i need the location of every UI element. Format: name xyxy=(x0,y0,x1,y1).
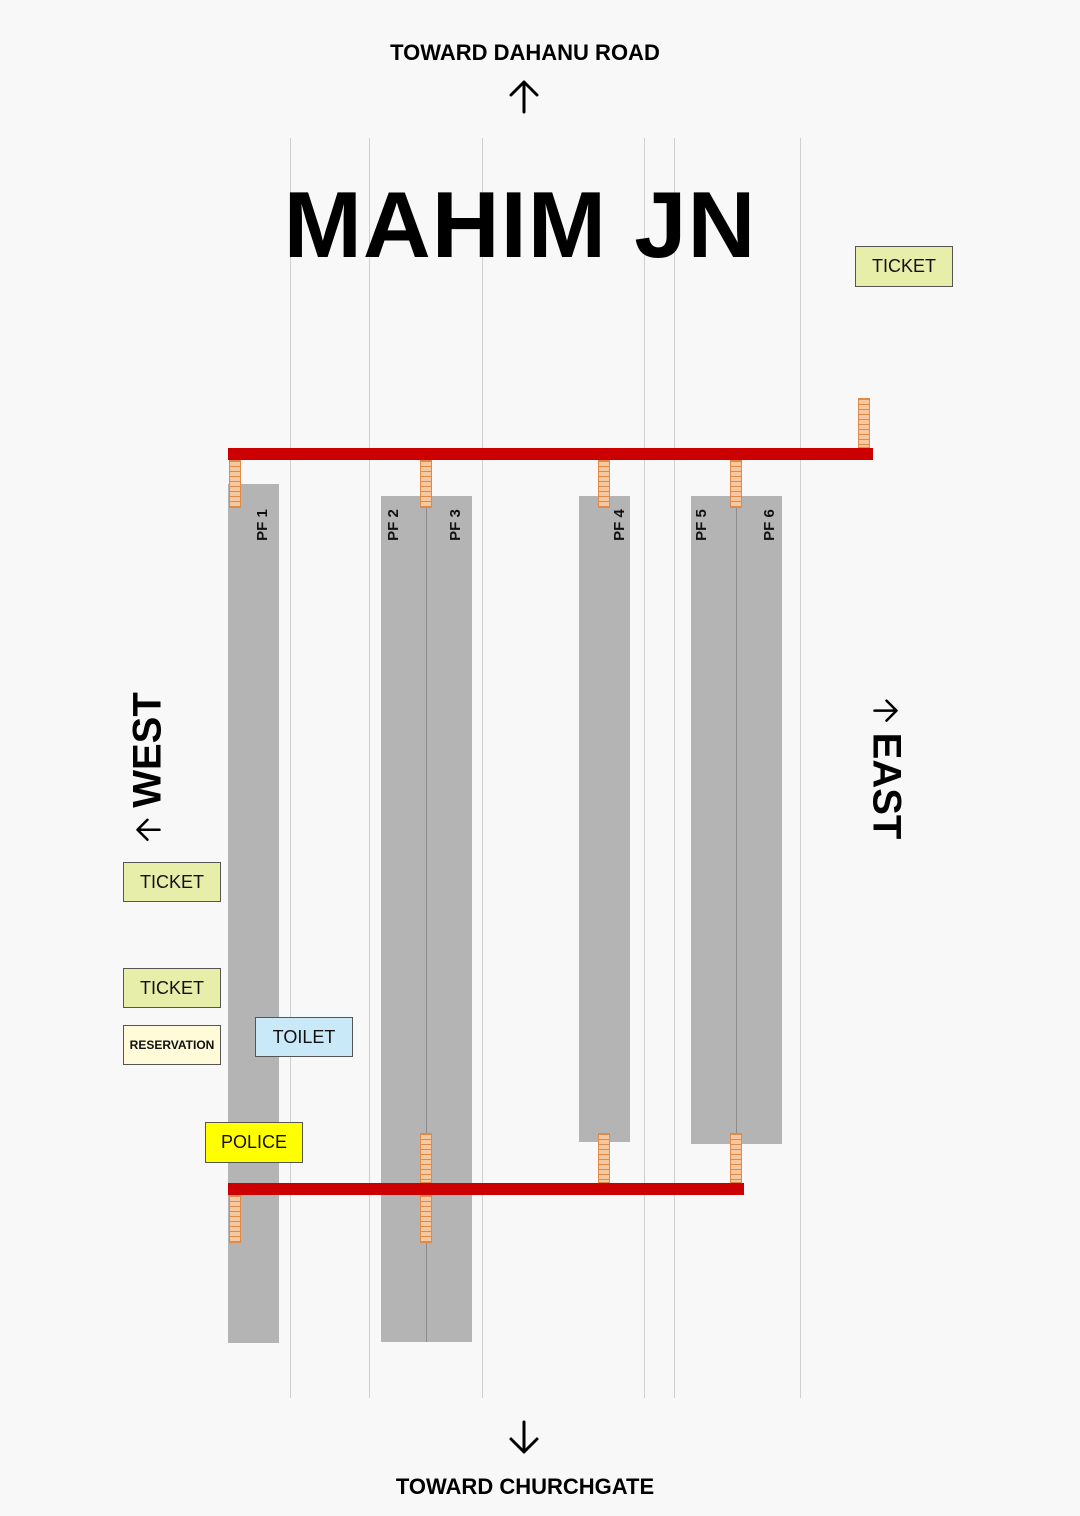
west-label: WEST xyxy=(125,692,170,808)
direction-south-label: TOWARD CHURCHGATE xyxy=(395,1474,655,1499)
ticket-counter-west-2: TICKET xyxy=(123,968,221,1008)
north-foot-over-bridge xyxy=(228,448,873,460)
platform-label-pf5: PF 5 xyxy=(693,509,710,541)
arrow-up-icon xyxy=(509,80,539,114)
ticket-counter-east: TICKET xyxy=(855,246,953,287)
track-line xyxy=(644,138,645,1398)
track-line xyxy=(482,138,483,1398)
track-line xyxy=(290,138,291,1398)
arrow-down-icon xyxy=(509,1420,539,1454)
staircase-east-entry xyxy=(858,398,870,448)
arrow-left-icon xyxy=(135,818,161,842)
platform-label-pf2: PF 2 xyxy=(385,509,402,541)
platform-divider xyxy=(426,496,427,1342)
ticket-counter-west-1: TICKET xyxy=(123,862,221,902)
staircase-pf4-south xyxy=(598,1133,610,1183)
platform-label-pf3: PF 3 xyxy=(447,509,464,541)
west-side-label: WEST xyxy=(126,692,171,844)
east-side-label: EAST xyxy=(864,697,909,840)
staircase-pf1-south xyxy=(229,1195,241,1243)
direction-north-label: TOWARD DAHANU ROAD xyxy=(390,40,660,65)
arrow-right-icon xyxy=(873,699,899,722)
staircase-pf2-3-south-lower xyxy=(420,1195,432,1243)
platform-divider xyxy=(736,496,737,1144)
police-post: POLICE xyxy=(205,1122,303,1163)
track-line xyxy=(369,138,370,1398)
staircase-pf2-3-south-upper xyxy=(420,1133,432,1183)
staircase-pf2-3-north xyxy=(420,460,432,508)
south-foot-over-bridge xyxy=(228,1183,744,1195)
staircase-pf5-6-south xyxy=(730,1133,742,1183)
platform-4 xyxy=(579,496,630,1142)
staircase-pf4-north xyxy=(598,460,610,508)
reservation-counter: RESERVATION xyxy=(123,1025,221,1065)
platform-label-pf1: PF 1 xyxy=(254,509,271,541)
track-line xyxy=(800,138,801,1398)
track-line xyxy=(674,138,675,1398)
toilet: TOILET xyxy=(255,1017,353,1057)
platform-label-pf4: PF 4 xyxy=(611,509,628,541)
station-name: MAHIM JN xyxy=(283,172,757,277)
staircase-pf1-north xyxy=(229,460,241,508)
platform-label-pf6: PF 6 xyxy=(761,509,778,541)
east-label: EAST xyxy=(864,732,909,840)
staircase-pf5-6-north xyxy=(730,460,742,508)
